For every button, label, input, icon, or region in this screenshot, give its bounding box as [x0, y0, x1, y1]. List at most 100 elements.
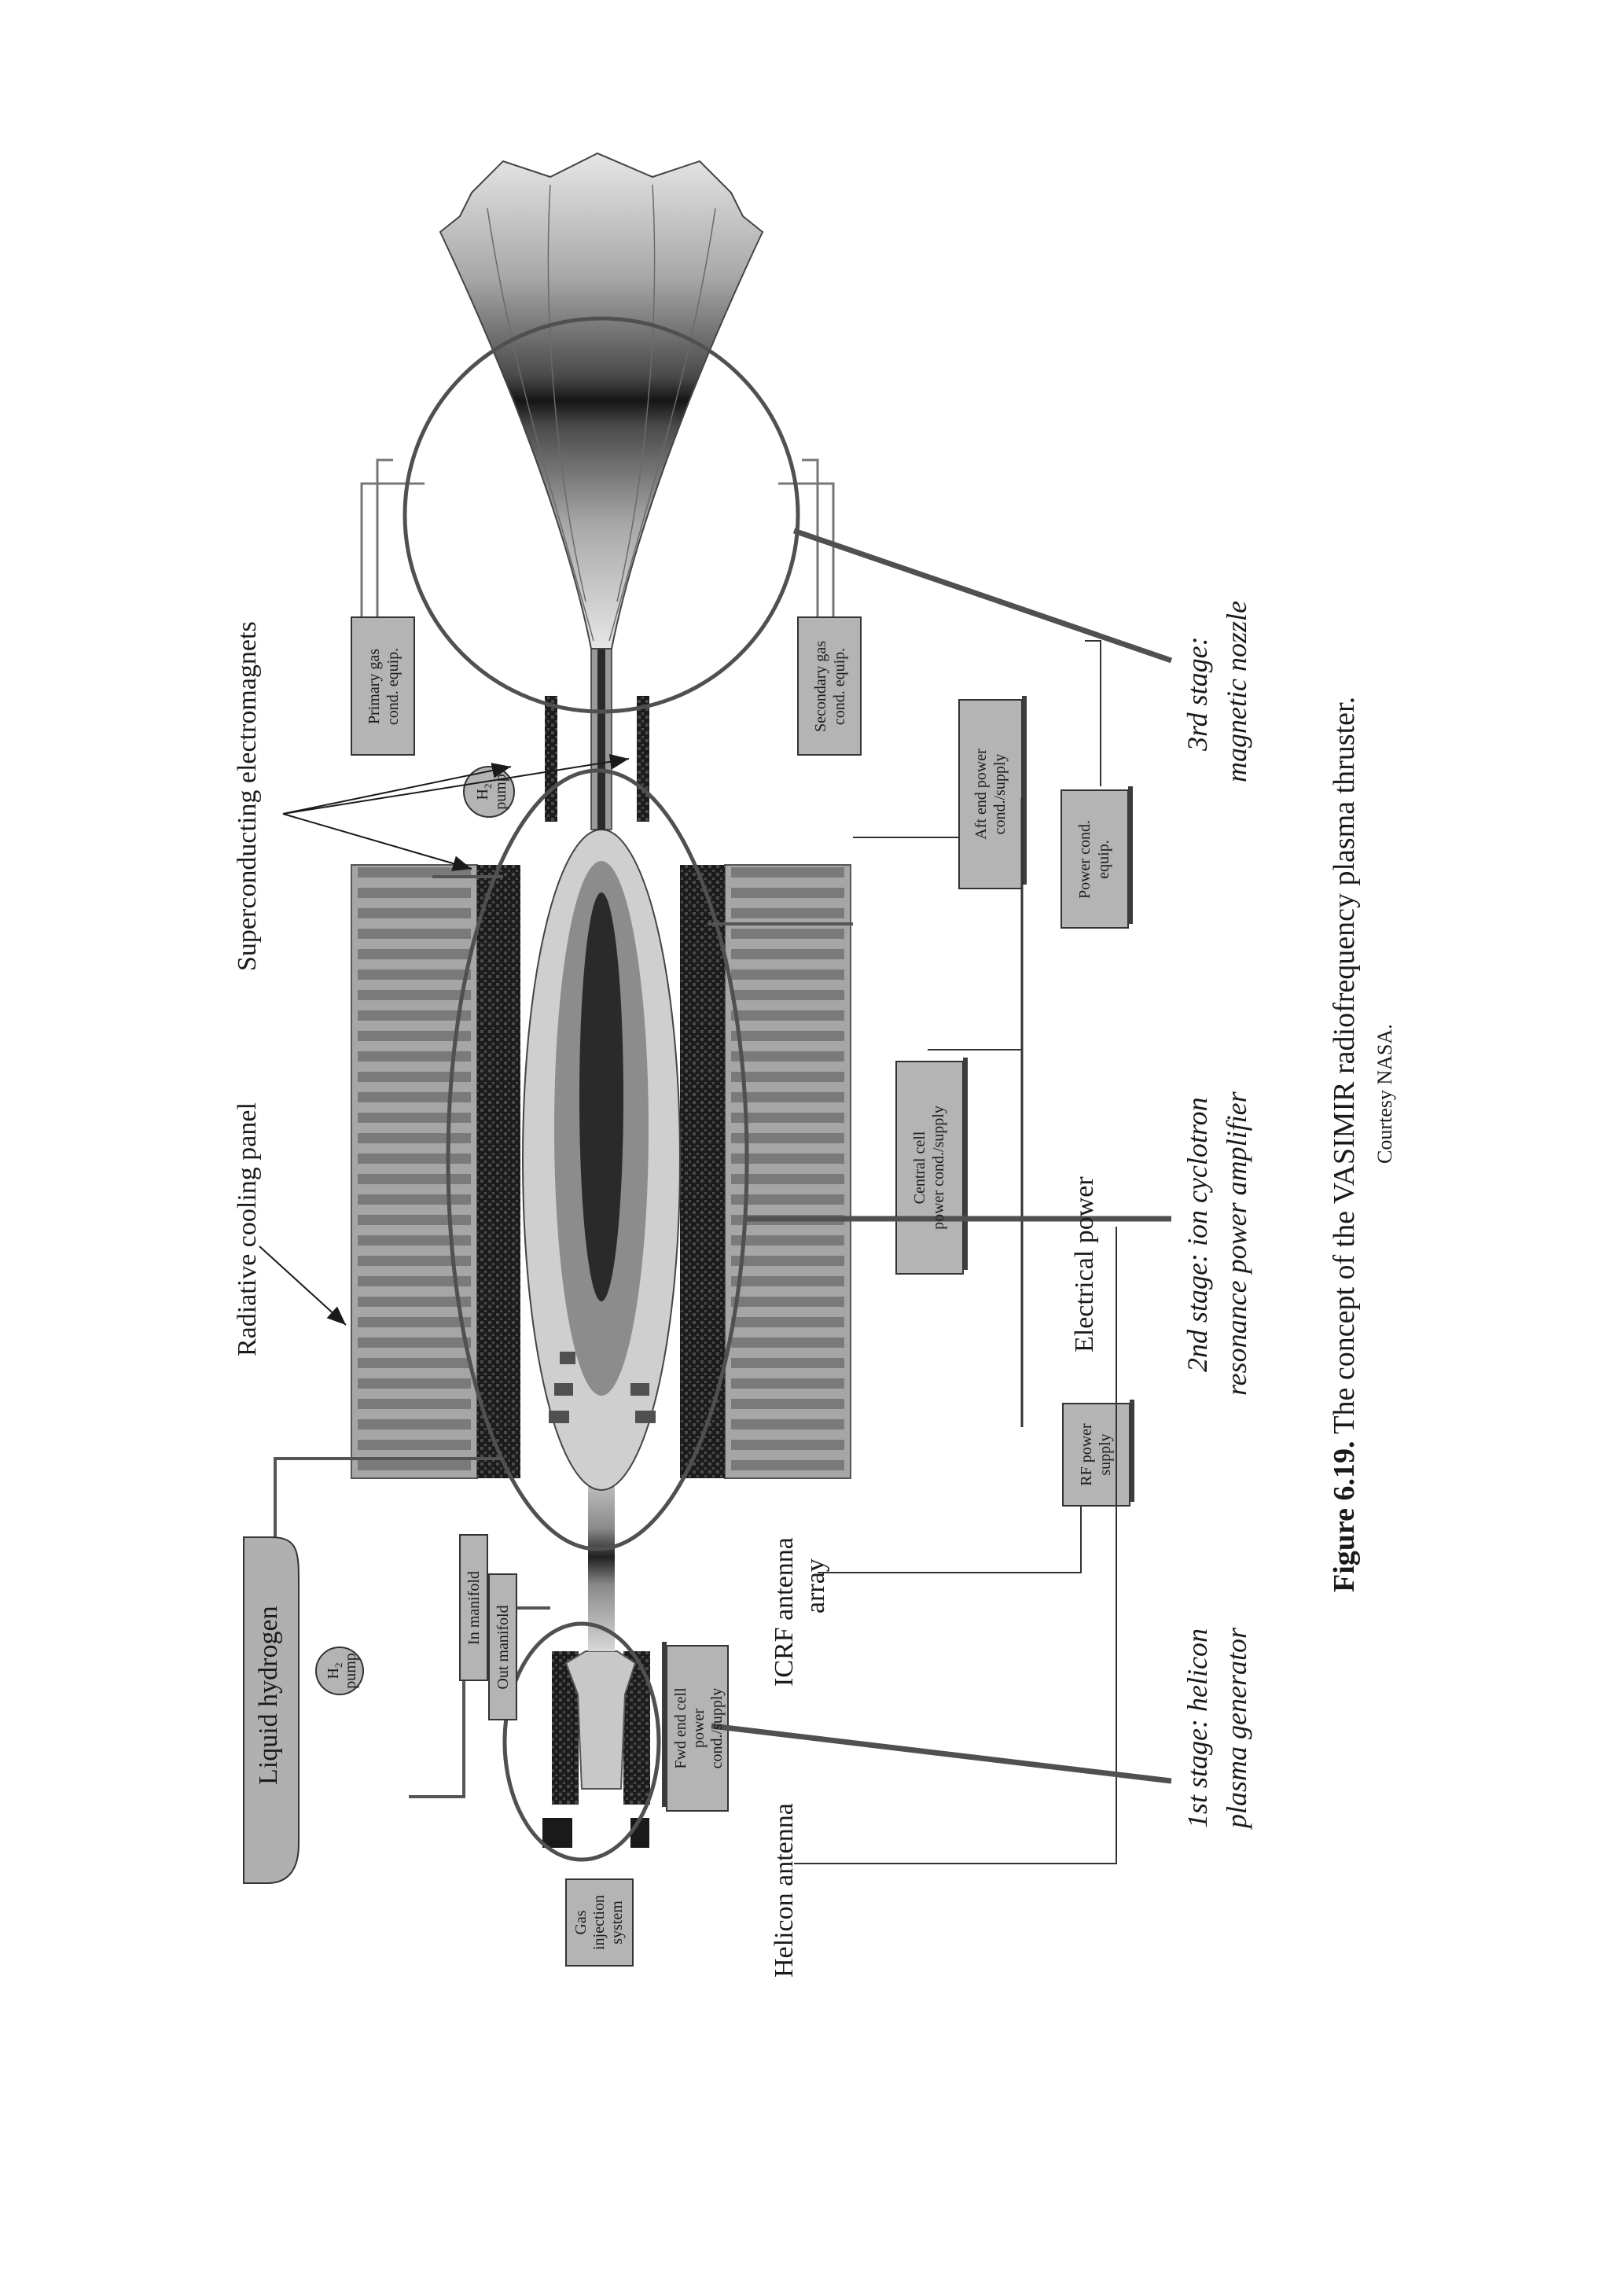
out-manifold-label: Out manifold — [494, 1605, 512, 1689]
fwd-end-cell-label-2: power — [690, 1709, 708, 1748]
cooling-fin — [358, 908, 471, 918]
cooling-fin — [358, 1317, 471, 1327]
cooling-fin — [358, 1010, 471, 1021]
cooling-fin — [358, 949, 471, 959]
cooling-fin — [731, 1031, 844, 1041]
figure-credit: Courtesy NASA. — [1373, 1024, 1396, 1164]
stage-1-circle — [502, 1621, 661, 1862]
stage-1-label-line1: 1st stage: helicon — [1182, 1628, 1213, 1828]
cooling-fin — [358, 1297, 471, 1307]
cooling-fin — [358, 888, 471, 898]
rf-power-supply-label-1: RF power — [1078, 1423, 1095, 1486]
cooling-panel-arrow — [259, 1246, 347, 1326]
cooling-fin — [358, 1337, 471, 1348]
cooling-fin — [358, 929, 471, 939]
cooling-fin — [731, 1460, 844, 1470]
cooling-fin — [358, 1378, 471, 1389]
cooling-fin — [731, 867, 844, 878]
h2-pump-left — [315, 1647, 364, 1695]
icrf-antenna-blocks — [549, 1352, 656, 1423]
helicon-coil-lower — [623, 1651, 650, 1805]
in-manifold-label: In manifold — [465, 1571, 483, 1645]
plasma-throat-fwd — [588, 1463, 615, 1651]
aft-end-power-label-2: cond./supply — [991, 754, 1009, 835]
cooling-fin — [358, 1133, 471, 1143]
cooling-fin — [358, 1256, 471, 1266]
stage-2-circle — [446, 768, 749, 1551]
cooling-fin — [731, 1297, 844, 1307]
cooling-fin — [731, 970, 844, 980]
cooling-fin — [358, 990, 471, 1000]
stage-1-pointer — [711, 1723, 1172, 1784]
cooling-fin — [358, 1092, 471, 1102]
cooling-fin — [731, 1092, 844, 1102]
cooling-fin — [731, 1072, 844, 1082]
primary-gas-label-1: Primary gas — [366, 649, 383, 724]
central-coil-lower — [680, 865, 725, 1478]
electrical-power-label: Electrical power — [1070, 1176, 1099, 1352]
cooling-fin — [358, 970, 471, 980]
out-manifold-box — [488, 1573, 517, 1720]
cooling-fin — [731, 1399, 844, 1409]
helicon-plasma-region — [564, 1650, 637, 1790]
electromagnets-arrow-1 — [282, 813, 472, 871]
cooling-fin — [358, 1215, 471, 1225]
rf-power-supply-label-2: supply — [1097, 1433, 1114, 1475]
stage-3-pointer — [792, 528, 1173, 664]
figure-caption: Figure 6.19. The concept of the VASIMIR … — [1328, 697, 1361, 1592]
cooling-fin — [358, 1460, 471, 1470]
cooling-fin — [731, 1378, 844, 1389]
cooling-fin — [731, 1256, 844, 1266]
cooling-fin — [358, 1072, 471, 1082]
cooling-fin — [358, 1419, 471, 1429]
cooling-fin — [731, 1440, 844, 1450]
secondary-gas-label-1: Secondary gas — [812, 641, 829, 732]
cooling-fin — [731, 1358, 844, 1368]
cooling-fin — [731, 1154, 844, 1164]
cooling-fin — [731, 1051, 844, 1062]
superconducting-electromagnets-label: Superconducting electromagnets — [233, 621, 262, 971]
cooling-fin — [358, 1031, 471, 1041]
electromagnets-arrow-2 — [282, 763, 512, 815]
liquid-hydrogen-tank — [243, 1536, 300, 1884]
stage-2-label-line1: 2nd stage: ion cyclotron — [1182, 1097, 1213, 1372]
gas-injection-label-2: injection — [590, 1895, 608, 1950]
aft-coil-lower — [637, 696, 649, 822]
power-cond-equip-label-2: equip. — [1095, 840, 1112, 878]
cooling-fin — [731, 1133, 844, 1143]
gas-injection-label-3: system — [608, 1900, 626, 1945]
central-plasma-core — [579, 892, 623, 1301]
icrf-antenna-label-line2: array — [801, 1558, 830, 1613]
cooling-fin — [358, 867, 471, 878]
cooling-fin — [731, 929, 844, 939]
fwd-end-cell-label-1: Fwd end cell — [672, 1687, 689, 1769]
secondary-gas-label-2: cond. equip. — [831, 648, 848, 725]
cooling-fin — [358, 1440, 471, 1450]
aft-coil-upper — [545, 696, 557, 822]
stage-2-label-line2: resonance power amplifier — [1221, 1091, 1252, 1396]
nozzle-field-lines — [487, 184, 716, 642]
fwd-end-cell-label-3: cond./supply — [708, 1688, 726, 1769]
helicon-coil-upper — [552, 1651, 579, 1805]
cooling-fin — [358, 1194, 471, 1205]
electromagnets-arrow-3 — [282, 753, 630, 815]
cooling-fin — [358, 1051, 471, 1062]
h2-pump-left-label: H2 — [325, 1663, 344, 1680]
cooling-fin — [731, 990, 844, 1000]
stage-3-circle — [402, 316, 800, 714]
stage-1-label-line2: plasma generator — [1221, 1627, 1252, 1831]
cooling-fin — [358, 1399, 471, 1409]
cooling-fin — [358, 1174, 471, 1184]
h2-pump-left-label-2: pump — [342, 1653, 359, 1689]
electrical-wiring — [794, 640, 1117, 1864]
cooling-fin — [731, 1337, 844, 1348]
h2-pump-right-label: H2 — [474, 784, 494, 800]
helicon-antenna-label: Helicon antenna — [770, 1803, 799, 1978]
h2-pump-right-label-2: pump — [492, 774, 509, 810]
cooling-fin — [731, 1174, 844, 1184]
cooling-fin — [358, 1154, 471, 1164]
in-manifold-box — [459, 1534, 488, 1681]
aft-end-power-label-1: Aft end power — [972, 749, 990, 840]
